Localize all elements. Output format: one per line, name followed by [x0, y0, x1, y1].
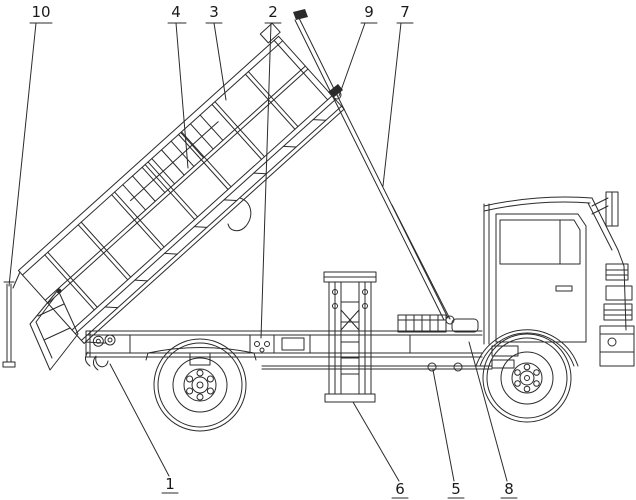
hoist-cylinder — [293, 9, 454, 324]
callout-leader-line — [433, 370, 454, 481]
callout-5: 5 — [433, 370, 464, 498]
callout-label-7: 7 — [400, 3, 410, 21]
grille — [606, 264, 628, 280]
prop-pole — [3, 272, 20, 367]
callout-label-6: 6 — [395, 480, 405, 498]
callout-leader-line — [110, 364, 169, 476]
callout-leader-line — [261, 23, 271, 338]
bed-ladder — [123, 115, 223, 210]
front-bumper — [600, 326, 634, 366]
frame-bracket — [250, 335, 274, 353]
headlight — [606, 286, 632, 300]
fuel-tank — [452, 319, 478, 332]
lower-intake — [604, 304, 632, 320]
callout-2: 2 — [261, 3, 281, 338]
callout-8: 8 — [469, 342, 517, 498]
toolbox — [398, 315, 478, 332]
latch-handle — [228, 198, 251, 231]
front-fender — [476, 330, 578, 366]
callout-leader-line — [469, 342, 507, 481]
callout-leader-line — [353, 402, 399, 481]
callout-label-4: 4 — [171, 3, 181, 21]
callout-label-10: 10 — [31, 3, 50, 21]
door-window — [500, 220, 580, 264]
callouts: 10 4 3 2 9 — [9, 3, 517, 498]
tow-hook — [96, 357, 108, 367]
side-mirror — [592, 192, 618, 226]
dump-bed — [9, 23, 356, 354]
callout-7: 7 — [383, 3, 413, 186]
callout-label-5: 5 — [451, 480, 461, 498]
callout-4: 4 — [168, 3, 188, 168]
figure-drawing — [3, 9, 634, 431]
callout-9: 9 — [339, 3, 377, 96]
callout-3: 3 — [206, 3, 226, 100]
callout-leader-line — [176, 23, 188, 168]
tailgate — [30, 288, 98, 371]
cab-step — [492, 346, 518, 356]
support-leg — [324, 272, 376, 402]
callout-leader-line — [339, 23, 365, 96]
callout-label-1: 1 — [165, 475, 175, 493]
callout-label-9: 9 — [364, 3, 374, 21]
callout-label-3: 3 — [209, 3, 219, 21]
callout-1: 1 — [110, 364, 178, 493]
callout-10: 10 — [9, 3, 52, 286]
callout-6: 6 — [353, 402, 408, 498]
cab-step — [492, 360, 514, 368]
driveshaft — [262, 363, 492, 371]
door-handle — [556, 286, 572, 291]
callout-leader-line — [383, 23, 401, 186]
callout-label-8: 8 — [504, 480, 514, 498]
fog-light — [608, 338, 616, 346]
front-wheel — [483, 334, 571, 422]
rear-leaf-spring — [146, 348, 256, 366]
rear-wheel — [154, 339, 246, 431]
cab — [484, 197, 632, 368]
callout-label-2: 2 — [268, 3, 278, 21]
callout-leader-line — [214, 23, 226, 100]
cab-door — [496, 214, 586, 342]
chassis-frame — [86, 331, 482, 367]
callout-leader-line — [9, 23, 36, 286]
